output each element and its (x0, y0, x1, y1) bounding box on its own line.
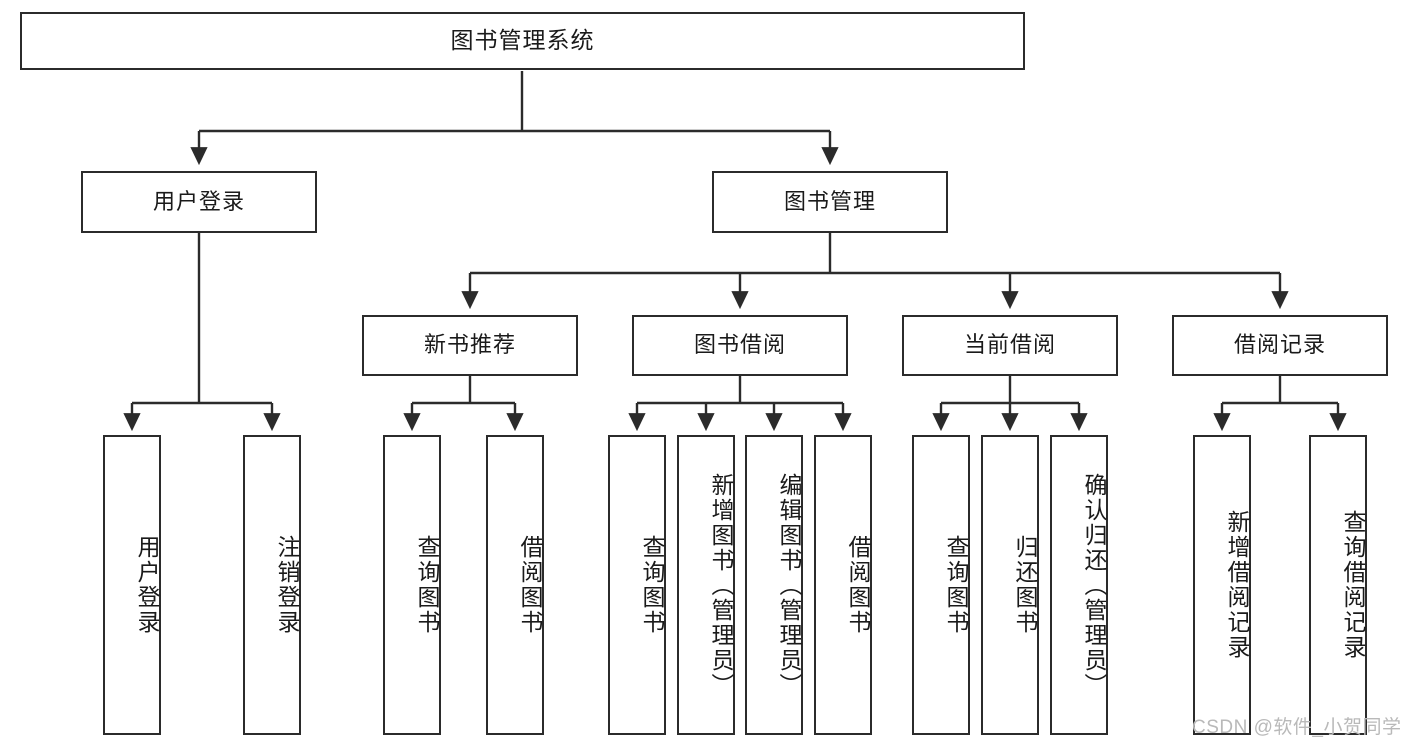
leaf-borrow-borrow-book[interactable]: 借阅图书 (814, 435, 872, 735)
leaf-borrow-query-book[interactable]: 查询图书 (608, 435, 666, 735)
leaf-current-confirm-return-admin[interactable]: 确认归还（管理员） (1050, 435, 1108, 735)
node-label: 查询图书 (414, 535, 440, 635)
leaf-borrow-edit-book-admin[interactable]: 编辑图书（管理员） (745, 435, 803, 735)
csdn-watermark: CSDN @软件_小贺同学 (1192, 717, 1402, 738)
node-book-borrow[interactable]: 图书借阅 (632, 315, 848, 376)
node-label: 用户登录 (134, 535, 160, 635)
node-borrow-record[interactable]: 借阅记录 (1172, 315, 1388, 376)
node-label: 新书推荐 (423, 332, 516, 358)
node-label: 新增借阅记录 (1224, 510, 1250, 660)
node-label: 借阅记录 (1233, 332, 1326, 358)
leaf-user-login-signin[interactable]: 用户登录 (103, 435, 161, 735)
node-label: 图书借阅 (693, 332, 786, 358)
node-label: 图书管理 (783, 188, 876, 214)
leaf-recommend-query-book[interactable]: 查询图书 (383, 435, 441, 735)
node-root-system[interactable]: 图书管理系统 (20, 12, 1025, 70)
node-label: 注销登录 (274, 535, 300, 635)
node-label: 用户登录 (152, 188, 245, 214)
node-label: 借阅图书 (845, 535, 871, 635)
leaf-borrow-add-book-admin[interactable]: 新增图书（管理员） (677, 435, 735, 735)
node-book-management[interactable]: 图书管理 (712, 171, 948, 233)
node-label: 当前借阅 (963, 332, 1056, 358)
node-label: 借阅图书 (517, 535, 543, 635)
node-label: 图书管理系统 (450, 27, 595, 54)
node-label: 归还图书 (1012, 535, 1038, 635)
node-label: 确认归还（管理员） (1081, 472, 1107, 698)
leaf-user-login-logout[interactable]: 注销登录 (243, 435, 301, 735)
node-current-borrow[interactable]: 当前借阅 (902, 315, 1118, 376)
node-user-login[interactable]: 用户登录 (81, 171, 317, 233)
leaf-record-query-record[interactable]: 查询借阅记录 (1309, 435, 1367, 735)
leaf-current-query-book[interactable]: 查询图书 (912, 435, 970, 735)
node-new-book-recommend[interactable]: 新书推荐 (362, 315, 578, 376)
leaf-current-return-book[interactable]: 归还图书 (981, 435, 1039, 735)
node-label: 查询图书 (639, 535, 665, 635)
leaf-record-add-record[interactable]: 新增借阅记录 (1193, 435, 1251, 735)
leaf-recommend-borrow-book[interactable]: 借阅图书 (486, 435, 544, 735)
node-label: 新增图书（管理员） (708, 472, 734, 698)
node-label: 查询借阅记录 (1340, 510, 1366, 660)
node-label: 编辑图书（管理员） (776, 472, 802, 698)
node-label: 查询图书 (943, 535, 969, 635)
